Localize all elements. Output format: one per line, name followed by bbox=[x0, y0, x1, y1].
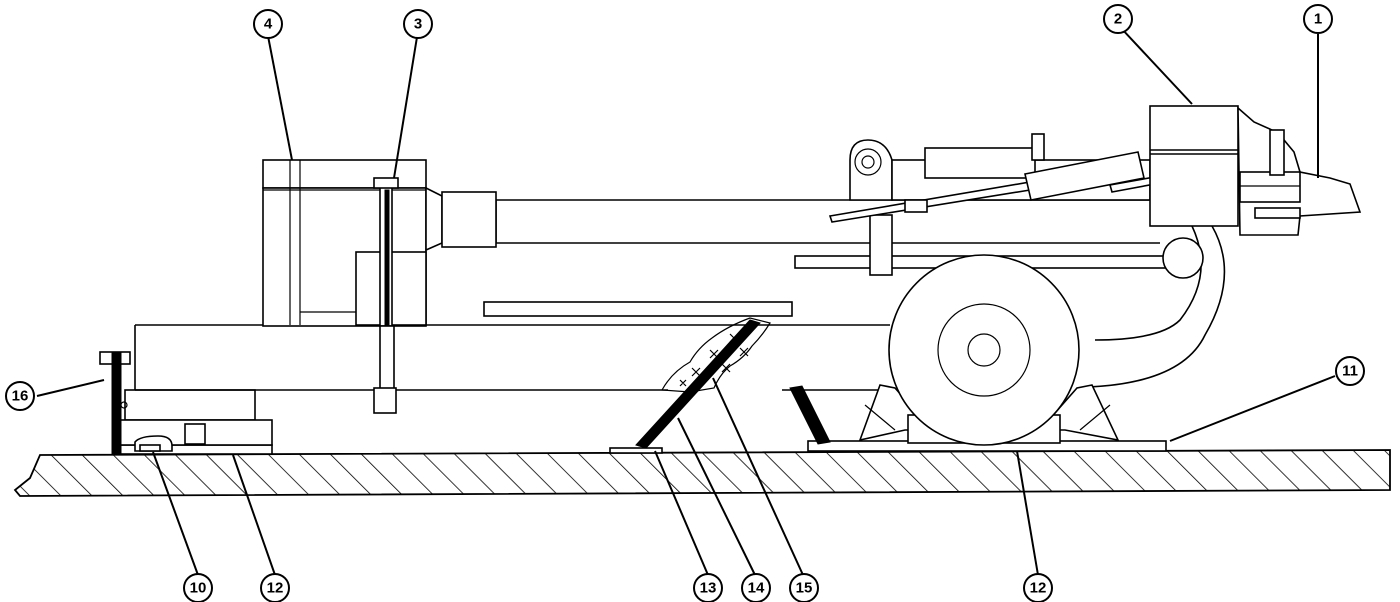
flat-plate bbox=[483, 301, 793, 317]
vertical-rod bbox=[373, 177, 399, 414]
svg-text:2: 2 bbox=[1114, 11, 1122, 28]
left-post bbox=[99, 351, 131, 456]
upper-boom bbox=[495, 199, 1171, 269]
right-end bbox=[1237, 106, 1362, 236]
wheel-assembly bbox=[858, 254, 1120, 446]
svg-text:12: 12 bbox=[267, 580, 284, 597]
svg-text:15: 15 bbox=[796, 580, 813, 597]
svg-text:16: 16 bbox=[12, 388, 29, 405]
callout-12-left: 12 bbox=[260, 573, 290, 602]
svg-text:4: 4 bbox=[264, 16, 273, 33]
leader-lines bbox=[36, 27, 1336, 576]
curved-pipe bbox=[1087, 225, 1226, 388]
svg-text:14: 14 bbox=[748, 580, 765, 597]
callout-13: 13 bbox=[693, 573, 723, 602]
svg-text:11: 11 bbox=[1342, 363, 1358, 380]
svg-text:13: 13 bbox=[700, 580, 717, 597]
callout-15: 15 bbox=[789, 573, 819, 602]
callout-16: 16 bbox=[5, 381, 35, 411]
callout-10: 10 bbox=[183, 573, 213, 602]
callout-4: 4 bbox=[253, 9, 283, 39]
svg-text:1: 1 bbox=[1314, 11, 1322, 28]
left-housing bbox=[262, 159, 497, 327]
ground bbox=[13, 449, 1391, 497]
callout-12-right: 12 bbox=[1023, 573, 1053, 602]
broken-region bbox=[661, 317, 771, 393]
left-support-block bbox=[119, 389, 273, 452]
svg-text:12: 12 bbox=[1030, 580, 1047, 597]
svg-text:10: 10 bbox=[190, 580, 207, 597]
braces bbox=[635, 319, 831, 449]
callout-2: 2 bbox=[1103, 4, 1133, 34]
lower-beam bbox=[134, 324, 890, 391]
svg-text:3: 3 bbox=[414, 16, 422, 33]
callout-11: 11 bbox=[1335, 356, 1365, 386]
callout-3: 3 bbox=[403, 9, 433, 39]
right-housing bbox=[1149, 105, 1239, 227]
callout-14: 14 bbox=[741, 573, 771, 602]
callout-1: 1 bbox=[1303, 4, 1333, 34]
